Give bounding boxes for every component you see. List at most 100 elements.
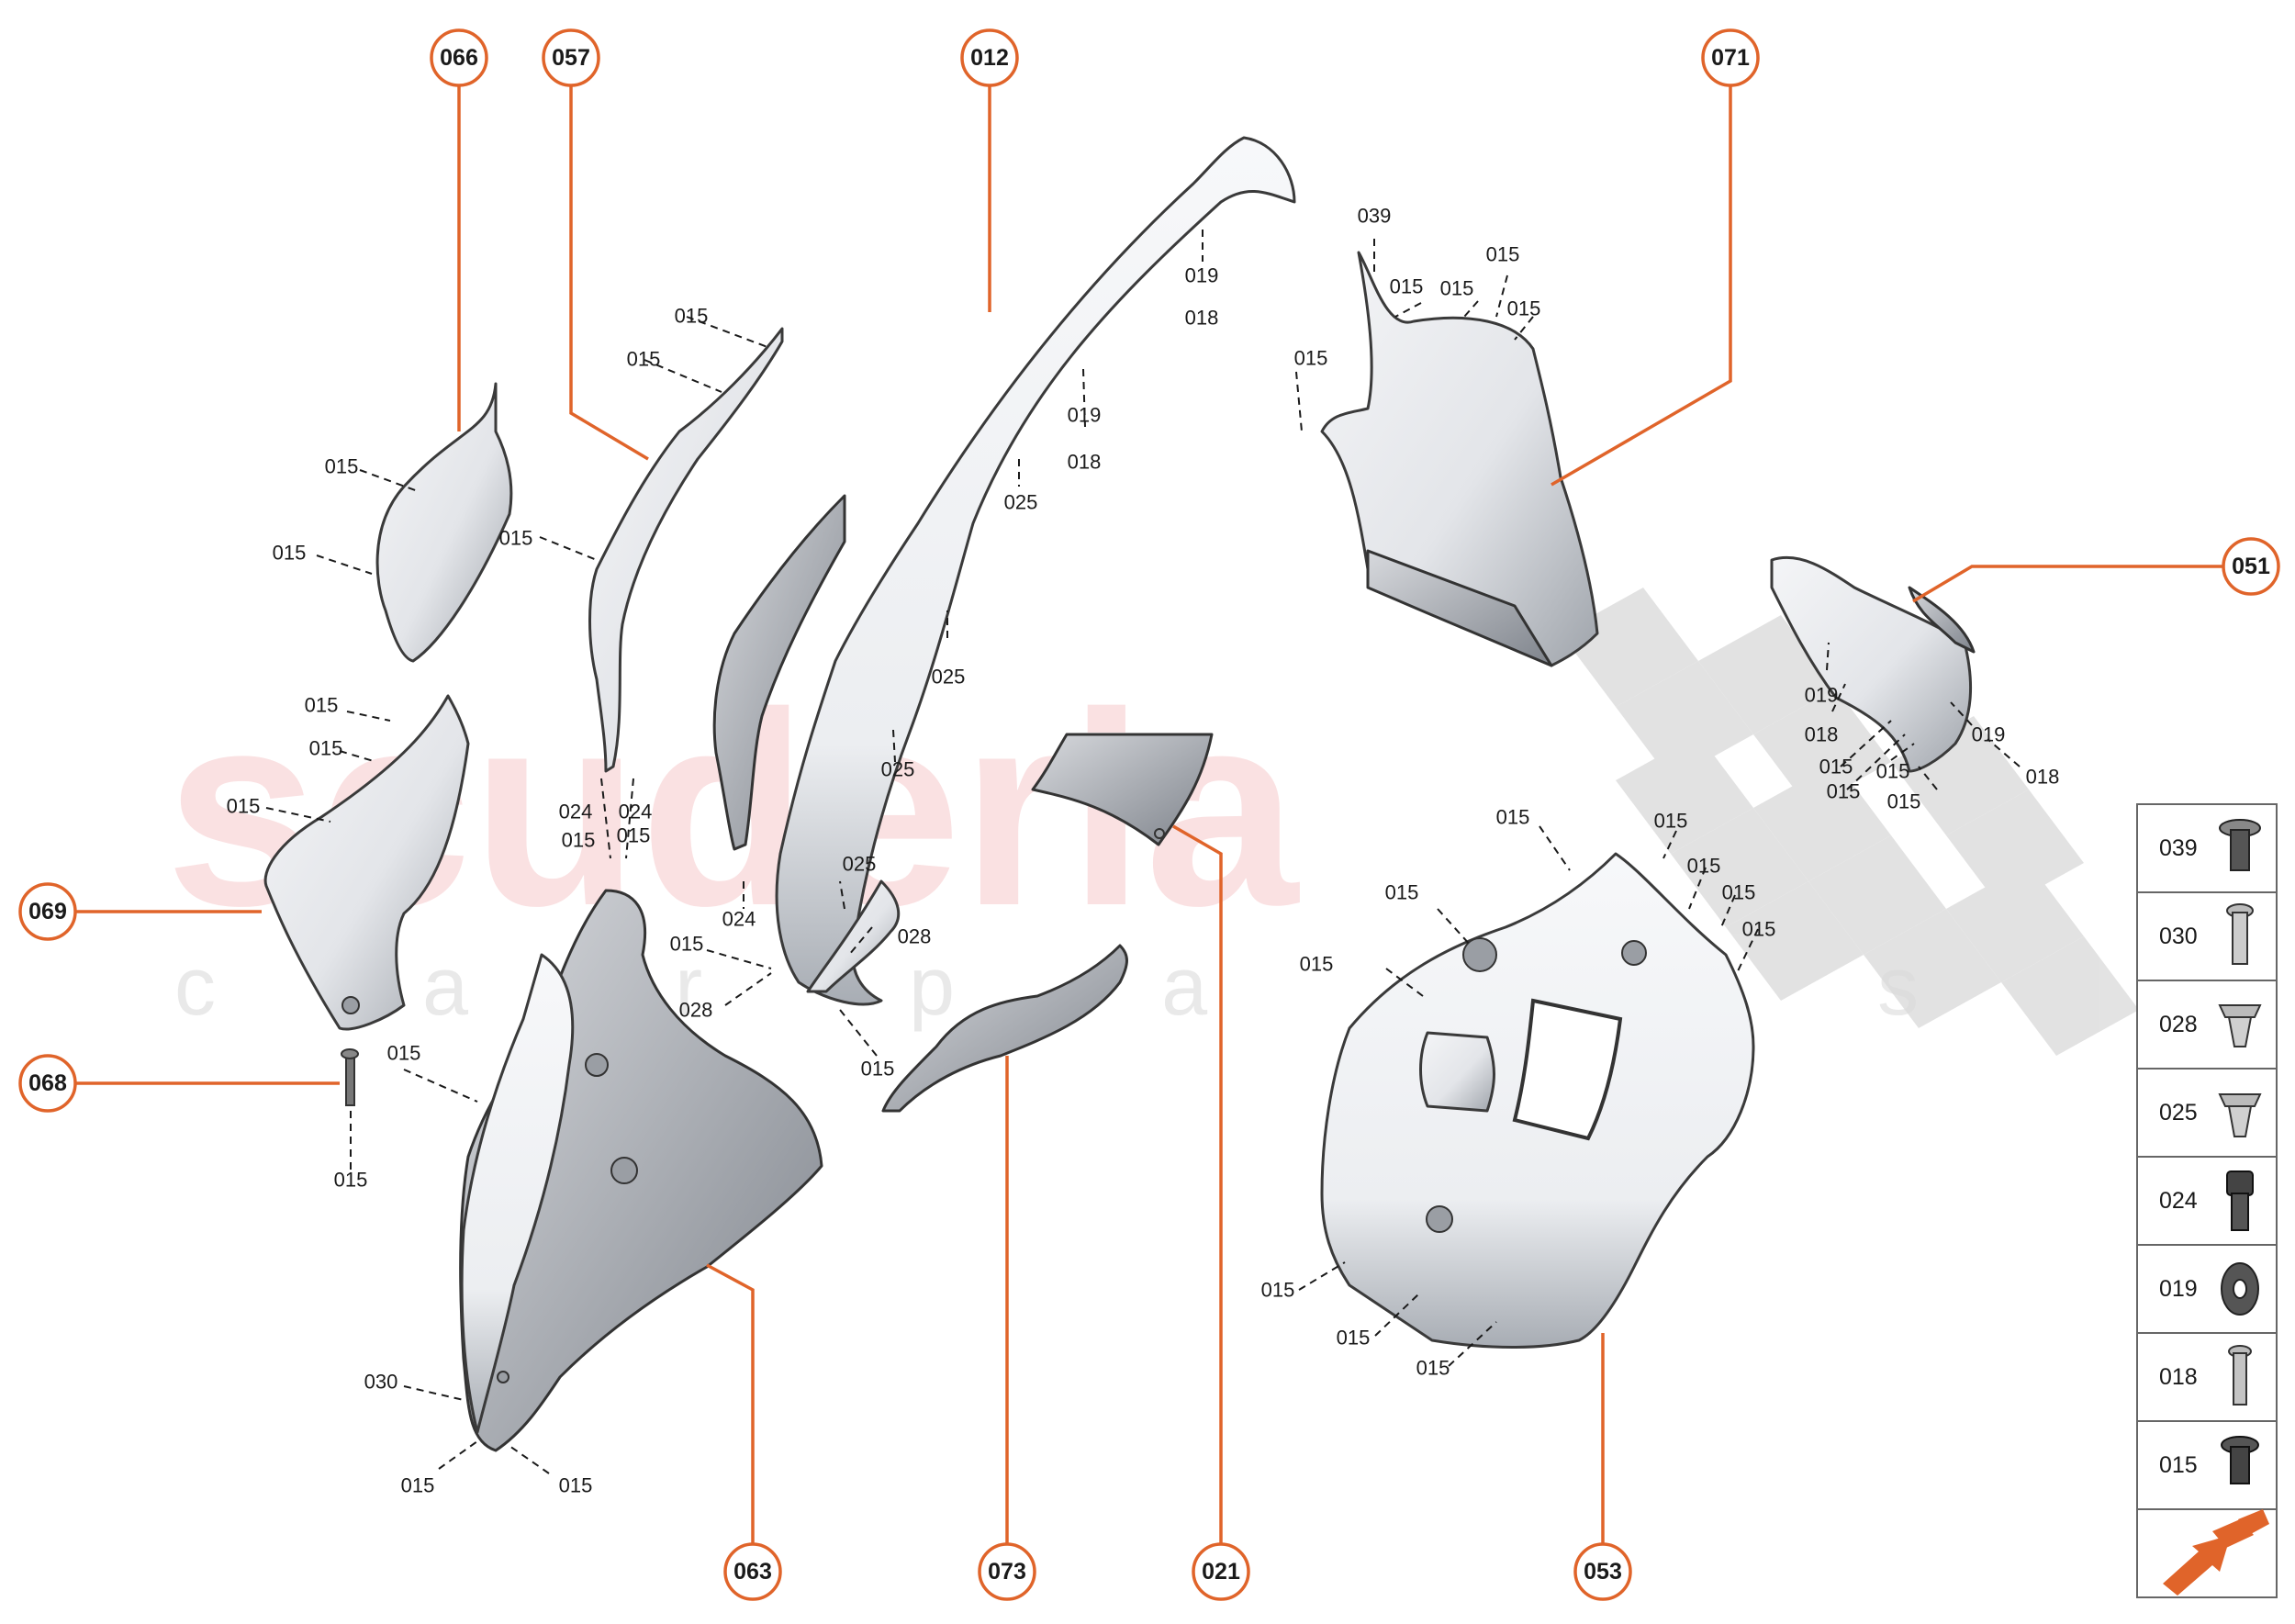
callout-069[interactable]: 069 <box>18 882 77 941</box>
svg-text:068: 068 <box>28 1070 67 1096</box>
part-057-strip <box>588 327 784 773</box>
svg-text:039: 039 <box>2159 835 2198 861</box>
arrow-icon <box>2163 1509 2269 1596</box>
svg-text:012: 012 <box>970 45 1009 71</box>
label-039: 039 <box>1358 205 1392 228</box>
label-015: 015 <box>1416 1357 1450 1380</box>
label-030: 030 <box>364 1371 398 1394</box>
svg-text:053: 053 <box>1584 1559 1622 1585</box>
label-015: 015 <box>1496 806 1530 829</box>
svg-text:024: 024 <box>2159 1188 2198 1214</box>
legend-nav[interactable] <box>2136 1508 2278 1598</box>
fastener-leaders <box>265 230 2021 1474</box>
part-012-arch <box>712 136 1296 1006</box>
callout-057[interactable]: 057 <box>542 28 600 87</box>
legend-row-025[interactable]: 025 <box>2136 1068 2278 1158</box>
legend-row-028[interactable]: 028 <box>2136 980 2278 1070</box>
callout-071[interactable]: 071 <box>1701 28 1760 87</box>
label-028: 028 <box>679 999 713 1022</box>
label-015: 015 <box>1687 855 1721 878</box>
legend-row-018[interactable]: 018 <box>2136 1332 2278 1422</box>
callout-021[interactable]: 021 <box>1192 1542 1250 1601</box>
label-015: 015 <box>1654 810 1688 833</box>
svg-text:025: 025 <box>2159 1100 2198 1126</box>
callout-066[interactable]: 066 <box>430 28 488 87</box>
svg-text:021: 021 <box>1202 1559 1240 1585</box>
screw-wide-head-icon <box>2219 819 2261 871</box>
label-025: 025 <box>1004 491 1038 514</box>
label-019: 019 <box>1185 264 1219 287</box>
label-015: 015 <box>1294 347 1328 370</box>
label-019: 019 <box>1972 723 2006 746</box>
checker-flag-watermark <box>1561 588 2139 1056</box>
svg-text:015: 015 <box>2159 1452 2198 1478</box>
part-063-shell <box>459 889 823 1452</box>
legend-row-039[interactable]: 039 <box>2136 803 2278 893</box>
label-018: 018 <box>2026 766 2060 789</box>
part-073-duct <box>881 944 1128 1113</box>
screw-flange-icon <box>2221 1436 2259 1484</box>
label-015: 015 <box>1337 1327 1371 1350</box>
callout-068[interactable]: 068 <box>18 1054 77 1113</box>
label-018: 018 <box>1805 723 1839 746</box>
legend-row-024[interactable]: 024 <box>2136 1156 2278 1246</box>
label-024: 024 <box>619 801 653 823</box>
label-018: 018 <box>1185 307 1219 330</box>
screw-long-icon <box>2226 903 2254 965</box>
callout-051[interactable]: 051 <box>2222 537 2280 596</box>
label-015: 015 <box>1486 243 1520 266</box>
label-019: 019 <box>1805 684 1839 707</box>
callout-053[interactable]: 053 <box>1573 1542 1632 1601</box>
label-015: 015 <box>562 829 596 852</box>
bolt-icon <box>2228 1345 2252 1406</box>
label-015: 015 <box>273 542 307 565</box>
label-015: 015 <box>401 1474 435 1497</box>
label-015: 015 <box>1385 881 1419 904</box>
label-015: 015 <box>1507 297 1541 320</box>
svg-text:071: 071 <box>1711 45 1750 71</box>
label-015: 015 <box>1827 780 1861 803</box>
label-015: 015 <box>1261 1279 1295 1302</box>
clip-nut-icon <box>2218 1004 2262 1047</box>
label-015: 015 <box>670 933 704 956</box>
fastener-legend: 039 030 028 025 <box>2136 803 2278 1598</box>
svg-text:073: 073 <box>988 1559 1026 1585</box>
svg-text:069: 069 <box>28 899 67 924</box>
label-015: 015 <box>675 305 709 328</box>
svg-text:051: 051 <box>2232 554 2270 579</box>
label-015: 015 <box>1390 275 1424 298</box>
label-015: 015 <box>387 1042 421 1065</box>
callout-073[interactable]: 073 <box>978 1542 1036 1601</box>
label-025: 025 <box>932 666 966 689</box>
legend-row-015[interactable]: 015 <box>2136 1420 2278 1510</box>
label-025: 025 <box>843 853 877 876</box>
svg-text:019: 019 <box>2159 1276 2198 1302</box>
part-066-panel <box>375 382 513 663</box>
label-015: 015 <box>305 694 339 717</box>
label-015: 015 <box>499 527 533 550</box>
label-015: 015 <box>861 1058 895 1081</box>
part-069-panel <box>263 694 470 1031</box>
label-015: 015 <box>627 348 661 371</box>
part-068-bolt <box>341 1048 359 1106</box>
callout-063[interactable]: 063 <box>723 1542 782 1601</box>
svg-text:028: 028 <box>2159 1012 2198 1037</box>
legend-row-019[interactable]: 019 <box>2136 1244 2278 1334</box>
legend-row-030[interactable]: 030 <box>2136 891 2278 981</box>
label-015: 015 <box>325 455 359 478</box>
callout-012[interactable]: 012 <box>960 28 1019 87</box>
socket-bolt-icon <box>2226 1170 2254 1231</box>
label-015: 015 <box>309 737 343 760</box>
label-028: 028 <box>898 925 932 948</box>
svg-text:030: 030 <box>2159 924 2198 949</box>
label-015: 015 <box>227 795 261 818</box>
label-018: 018 <box>1068 451 1102 474</box>
label-015: 015 <box>1722 881 1756 904</box>
label-019: 019 <box>1068 404 1102 427</box>
label-015: 015 <box>559 1474 593 1497</box>
label-015: 015 <box>1440 277 1474 300</box>
part-021-panel <box>1031 733 1214 846</box>
label-024: 024 <box>722 908 756 931</box>
label-015: 015 <box>334 1169 368 1192</box>
